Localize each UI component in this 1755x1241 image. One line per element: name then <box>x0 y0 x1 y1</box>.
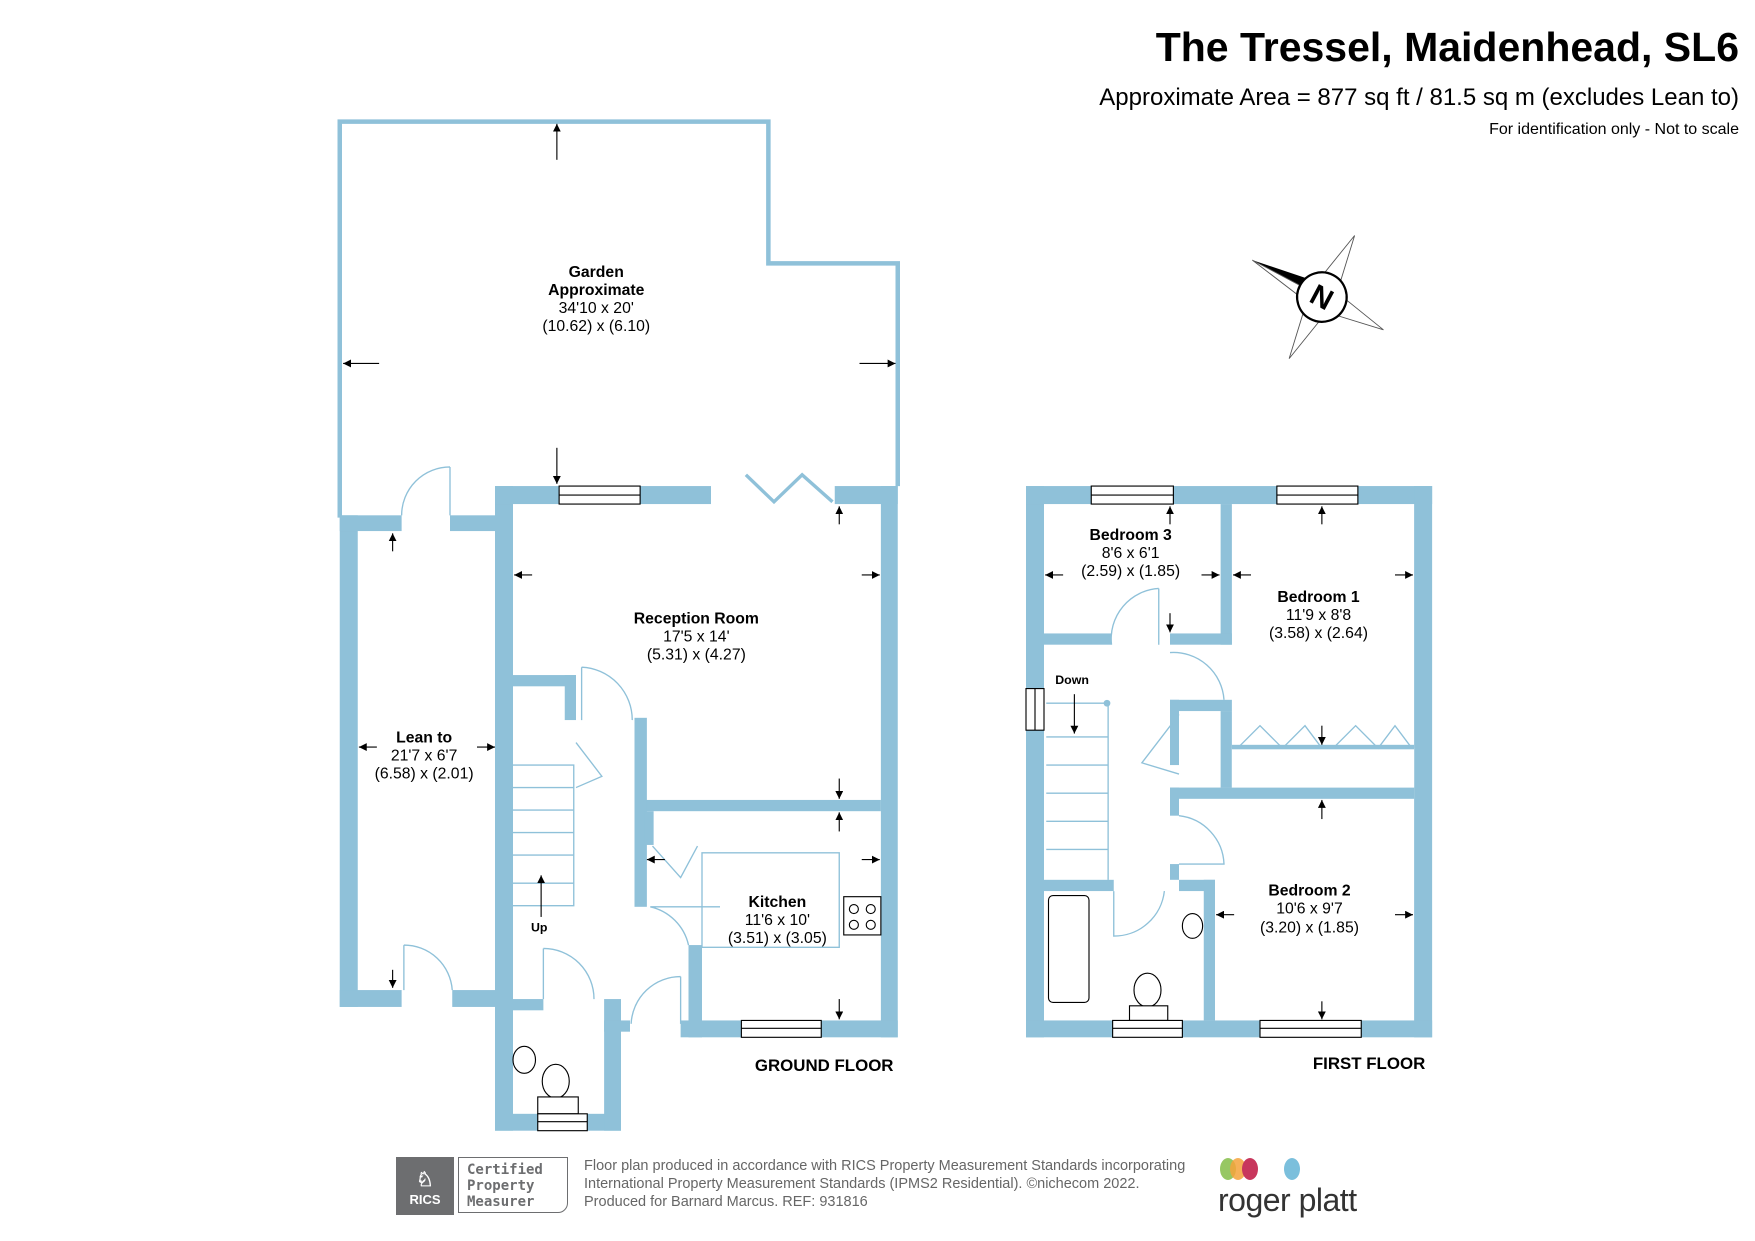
room-label-bedroom-1: Bedroom 1 11'9 x 8'8 (3.58) x (2.64) <box>1269 589 1368 642</box>
svg-text:Reception Room: Reception Room <box>634 610 759 627</box>
svg-text:10'6 x 9'7: 10'6 x 9'7 <box>1276 901 1342 918</box>
bathroom-fixtures <box>1047 895 1204 1021</box>
room-label-lean-to: Lean to 21'7 x 6'7 (6.58) x (2.01) <box>375 730 474 783</box>
svg-text:Bedroom 2: Bedroom 2 <box>1268 883 1351 900</box>
stairs-up-label: Up <box>531 921 548 935</box>
garden-boundary <box>337 119 900 518</box>
room-label-reception: Reception Room 17'5 x 14' (5.31) x (4.27… <box>634 610 759 663</box>
rics-logo: ♘RICS <box>396 1157 454 1215</box>
doors <box>400 466 720 1024</box>
footer-text: Floor plan produced in accordance with R… <box>584 1158 1186 1210</box>
wc-fixtures <box>512 1045 579 1115</box>
stairs-down-label: Down <box>1055 673 1089 687</box>
svg-text:(10.62) x (6.10): (10.62) x (6.10) <box>542 318 650 335</box>
svg-text:Lean to: Lean to <box>396 730 452 747</box>
roger-platt-logo: roger platt <box>1218 1156 1368 1226</box>
svg-text:17'5 x 14': 17'5 x 14' <box>663 628 729 645</box>
svg-text:Kitchen: Kitchen <box>748 894 806 911</box>
doors-first <box>1110 587 1413 937</box>
first-floor-label: FIRST FLOOR <box>1313 1054 1425 1073</box>
kitchen-counter <box>701 852 840 948</box>
svg-text:11'9 x 8'8: 11'9 x 8'8 <box>1286 607 1352 624</box>
ground-floor-label: GROUND FLOOR <box>755 1056 894 1075</box>
svg-text:21'7 x 6'7: 21'7 x 6'7 <box>391 748 457 765</box>
svg-text:(3.20) x (1.85): (3.20) x (1.85) <box>1260 920 1359 937</box>
svg-text:Bedroom 3: Bedroom 3 <box>1089 527 1172 544</box>
room-label-bedroom-2: Bedroom 2 10'6 x 9'7 (3.20) x (1.85) <box>1260 883 1359 937</box>
svg-text:(5.31) x (4.27): (5.31) x (4.27) <box>647 646 746 663</box>
svg-text:8'6 x 6'1: 8'6 x 6'1 <box>1102 545 1160 562</box>
stairs-ground: Up <box>513 764 575 935</box>
stairs-first: Down <box>1046 673 1111 880</box>
svg-text:Approximate: Approximate <box>548 282 645 299</box>
room-label-kitchen: Kitchen 11'6 x 10' (3.51) x (3.05) <box>728 894 827 947</box>
compass-icon: N <box>1252 235 1384 359</box>
windows-first <box>1025 485 1362 1038</box>
svg-text:34'10 x 20': 34'10 x 20' <box>559 300 634 317</box>
svg-text:Bedroom 1: Bedroom 1 <box>1277 589 1360 606</box>
svg-text:(6.58) x (2.01): (6.58) x (2.01) <box>375 766 474 783</box>
dimension-arrows <box>343 123 1413 1020</box>
room-label-garden: Garden Approximate 34'10 x 20' (10.62) x… <box>542 264 650 335</box>
svg-text:(2.59) x (1.85): (2.59) x (1.85) <box>1081 563 1180 580</box>
ground-floor-walls <box>339 472 898 1131</box>
windows-ground <box>537 485 822 1132</box>
room-label-bedroom-3: Bedroom 3 8'6 x 6'1 (2.59) x (1.85) <box>1081 527 1180 580</box>
page-title: The Tressel, Maidenhead, SL6 <box>1155 24 1739 70</box>
svg-text:(3.58) x (2.64): (3.58) x (2.64) <box>1269 625 1368 642</box>
scale-note: For identification only - Not to scale <box>1489 121 1739 138</box>
svg-text:(3.51) x (3.05): (3.51) x (3.05) <box>728 930 827 947</box>
first-floor-walls <box>1026 486 1433 1038</box>
svg-text:11'6 x 10': 11'6 x 10' <box>745 912 810 929</box>
svg-text:Garden: Garden <box>569 264 624 281</box>
area-text: Approximate Area = 877 sq ft / 81.5 sq m… <box>1099 84 1739 111</box>
kitchen-hob <box>843 896 882 936</box>
